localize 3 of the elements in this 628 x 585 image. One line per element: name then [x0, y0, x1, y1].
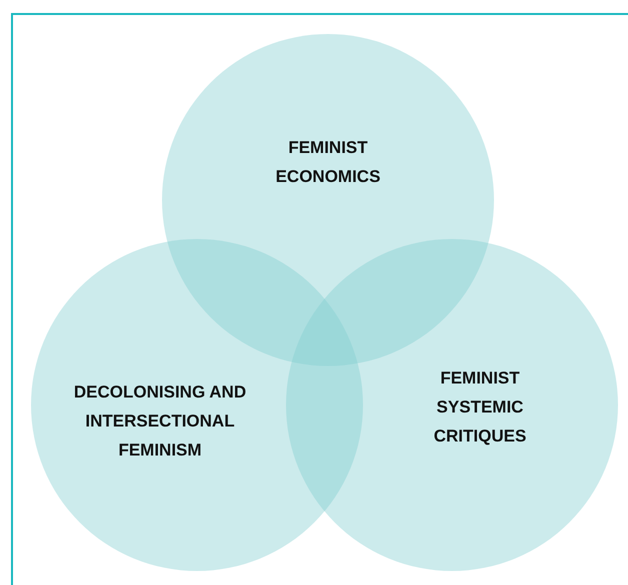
circle-label: FEMINIST ECONOMICS: [274, 137, 382, 188]
circle-label: FEMINIST SYSTEMIC CRITIQUES: [432, 368, 528, 448]
circle-label: DECOLONISING AND INTERSECTIONAL FEMINISM: [72, 382, 248, 462]
